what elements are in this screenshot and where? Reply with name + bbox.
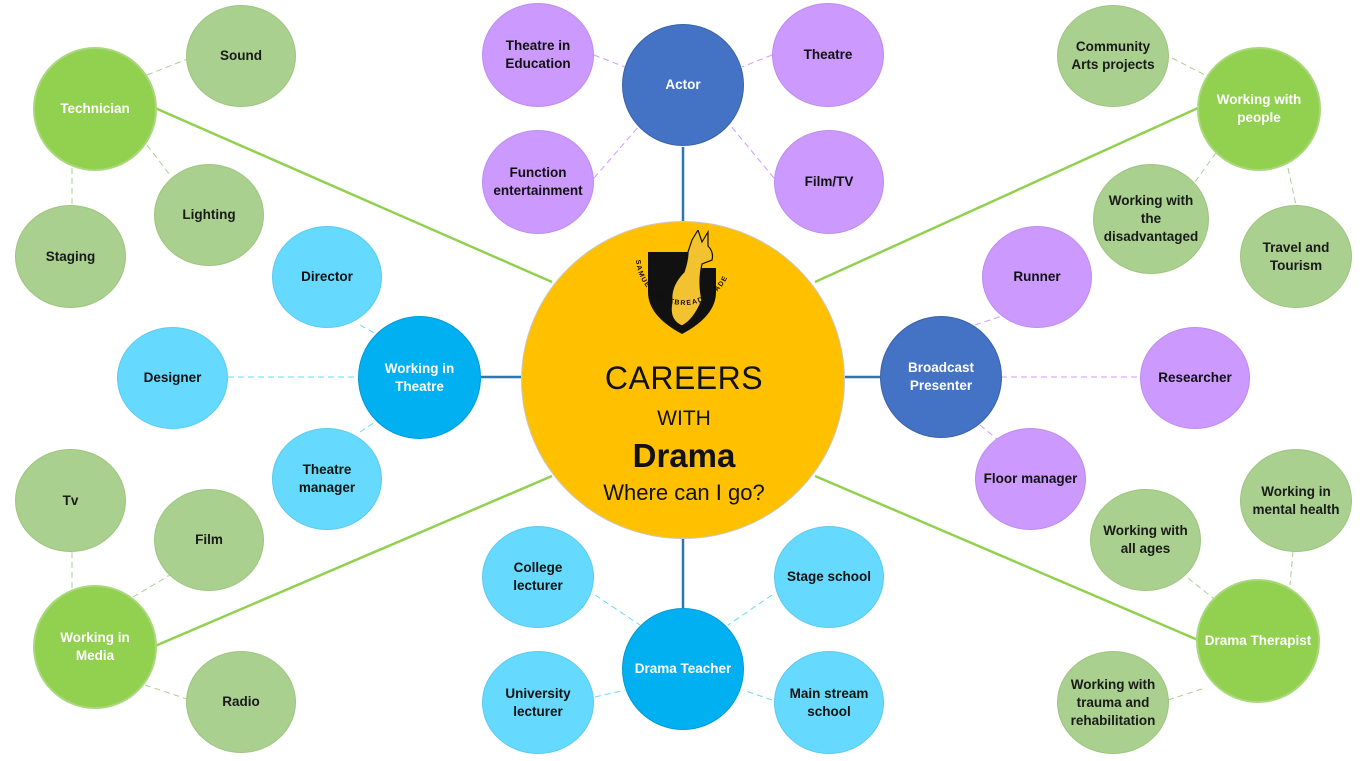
node-community-arts-projects: Community Arts projects <box>1057 5 1169 107</box>
node-tv: Tv <box>15 449 126 552</box>
center-hub: SAMUEL WHITBREAD ACADEMY CAREERS WITH Dr… <box>521 221 845 539</box>
careers-title: CAREERS <box>604 360 764 396</box>
node-working-with-trauma: Working with trauma and rehabilitation <box>1057 651 1169 754</box>
branch-drama-teacher: Drama Teacher <box>622 608 744 730</box>
branch-drama-therapist: Drama Therapist <box>1196 579 1320 703</box>
node-theatre-in-education: Theatre in Education <box>482 3 594 107</box>
branch-working-with-people: Working with people <box>1197 47 1321 171</box>
with-label: WITH <box>657 407 711 430</box>
node-working-with-all-ages: Working with all ages <box>1090 489 1201 591</box>
branch-actor: Actor <box>622 24 744 146</box>
subject-title: Drama <box>632 437 736 474</box>
node-main-stream-school: Main stream school <box>774 651 884 754</box>
question-text: Where can I go? <box>603 480 765 505</box>
branch-working-in-media: Working in Media <box>33 585 157 709</box>
node-runner: Runner <box>982 226 1092 328</box>
node-radio: Radio <box>186 651 296 753</box>
node-lighting: Lighting <box>154 164 264 266</box>
node-film-tv: Film/TV <box>774 130 884 234</box>
node-university-lecturer: University lecturer <box>482 651 594 754</box>
node-function-entertainment: Function entertainment <box>482 130 594 234</box>
node-floor-manager: Floor manager <box>975 428 1086 530</box>
node-designer: Designer <box>117 327 228 429</box>
node-researcher: Researcher <box>1140 327 1250 429</box>
branch-technician: Technician <box>33 47 157 171</box>
node-film: Film <box>154 489 264 591</box>
node-working-with-disadvantaged: Working with the disadvantaged <box>1093 164 1209 274</box>
node-staging: Staging <box>15 205 126 308</box>
node-sound: Sound <box>186 5 296 107</box>
node-theatre: Theatre <box>772 3 884 107</box>
academy-crest-logo: SAMUEL WHITBREAD ACADEMY <box>622 230 728 334</box>
node-working-in-mental-health: Working in mental health <box>1240 449 1352 552</box>
node-travel-and-tourism: Travel and Tourism <box>1240 205 1352 308</box>
branch-working-in-theatre: Working in Theatre <box>358 316 481 439</box>
branch-broadcast-presenter: Broadcast Presenter <box>880 316 1002 438</box>
node-stage-school: Stage school <box>774 526 884 628</box>
node-director: Director <box>272 226 382 328</box>
node-theatre-manager: Theatre manager <box>272 428 382 530</box>
node-college-lecturer: College lecturer <box>482 526 594 628</box>
